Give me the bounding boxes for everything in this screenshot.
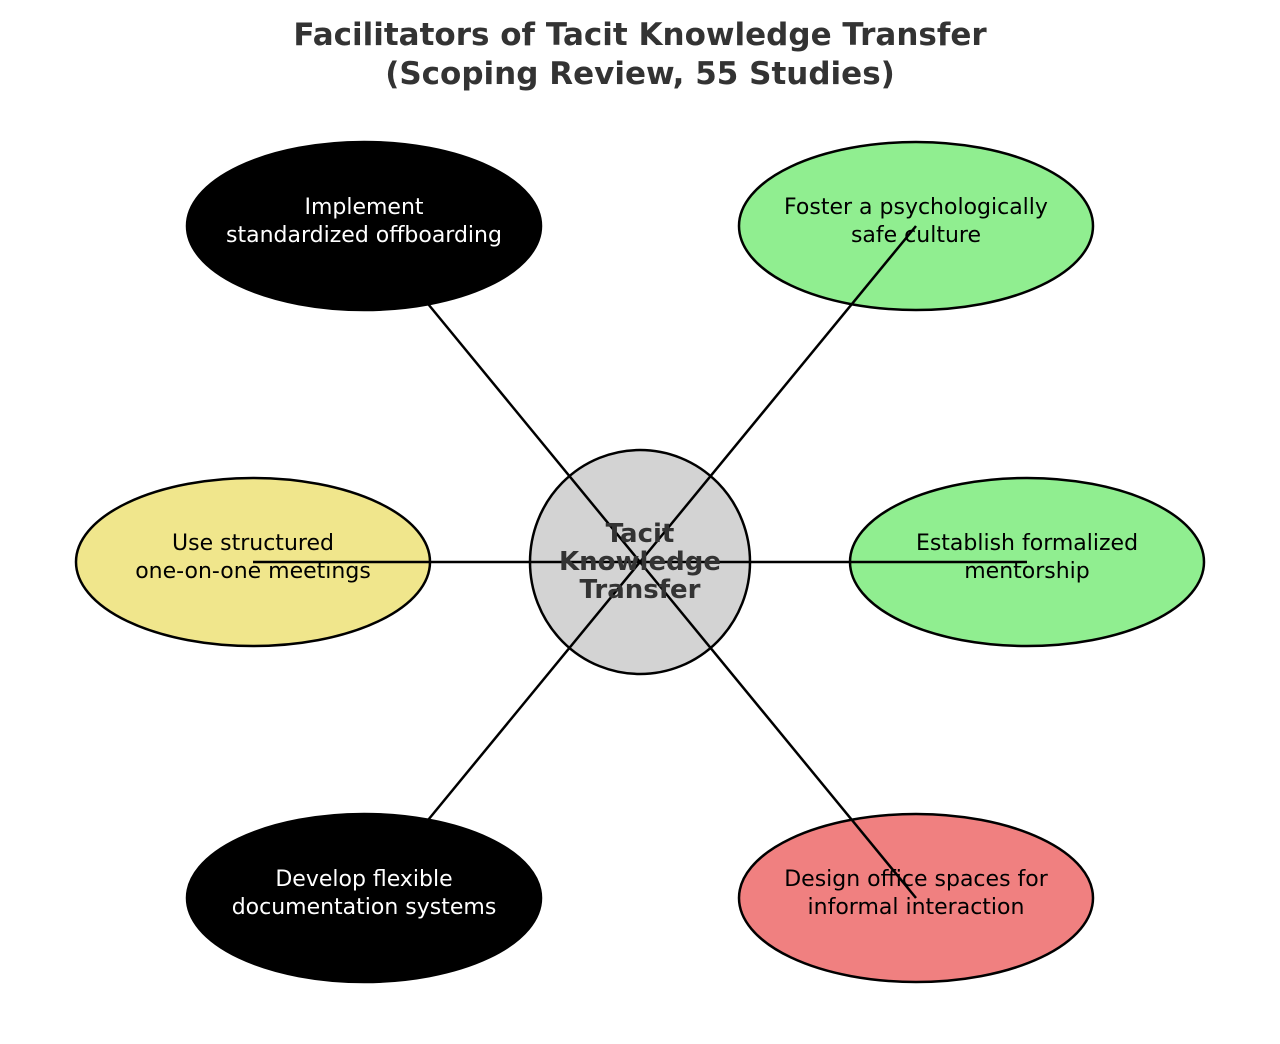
edge-documentation bbox=[427, 561, 641, 821]
center-label-line-1: Tacit bbox=[606, 519, 675, 549]
node-one-on-one-label-line-2: one-on-one meetings bbox=[135, 559, 371, 584]
node-mentorship-label-line-1: Establish formalized bbox=[916, 531, 1138, 556]
node-mentorship-label-line-2: mentorship bbox=[964, 559, 1090, 584]
node-documentation-label-line-2: documentation systems bbox=[232, 895, 497, 920]
edge-office bbox=[639, 561, 917, 899]
node-offboarding bbox=[185, 140, 543, 312]
edge-layer bbox=[253, 225, 1027, 899]
node-culture-label-line-1: Foster a psychologically bbox=[784, 195, 1048, 220]
center-label-line-2: Knowledge bbox=[559, 547, 721, 577]
node-office-label-line-2: informal interaction bbox=[808, 895, 1025, 920]
node-one-on-one-label-line-1: Use structured bbox=[172, 531, 334, 556]
node-documentation bbox=[185, 812, 543, 984]
node-culture-label-line-2: safe culture bbox=[851, 223, 981, 248]
node-offboarding-label-line-1: Implement bbox=[304, 195, 423, 220]
node-layer bbox=[74, 140, 1206, 984]
node-documentation-label-line-1: Develop flexible bbox=[275, 867, 452, 892]
diagram-subtitle: (Scoping Review, 55 Studies) bbox=[385, 56, 895, 92]
edge-offboarding bbox=[427, 303, 641, 563]
node-offboarding-label-line-2: standardized offboarding bbox=[226, 223, 502, 248]
node-office-label-line-1: Design office spaces for bbox=[784, 867, 1049, 892]
diagram-title: Facilitators of Tacit Knowledge Transfer bbox=[293, 17, 987, 53]
center-label-line-3: Transfer bbox=[580, 575, 701, 605]
edge-culture bbox=[639, 225, 917, 563]
